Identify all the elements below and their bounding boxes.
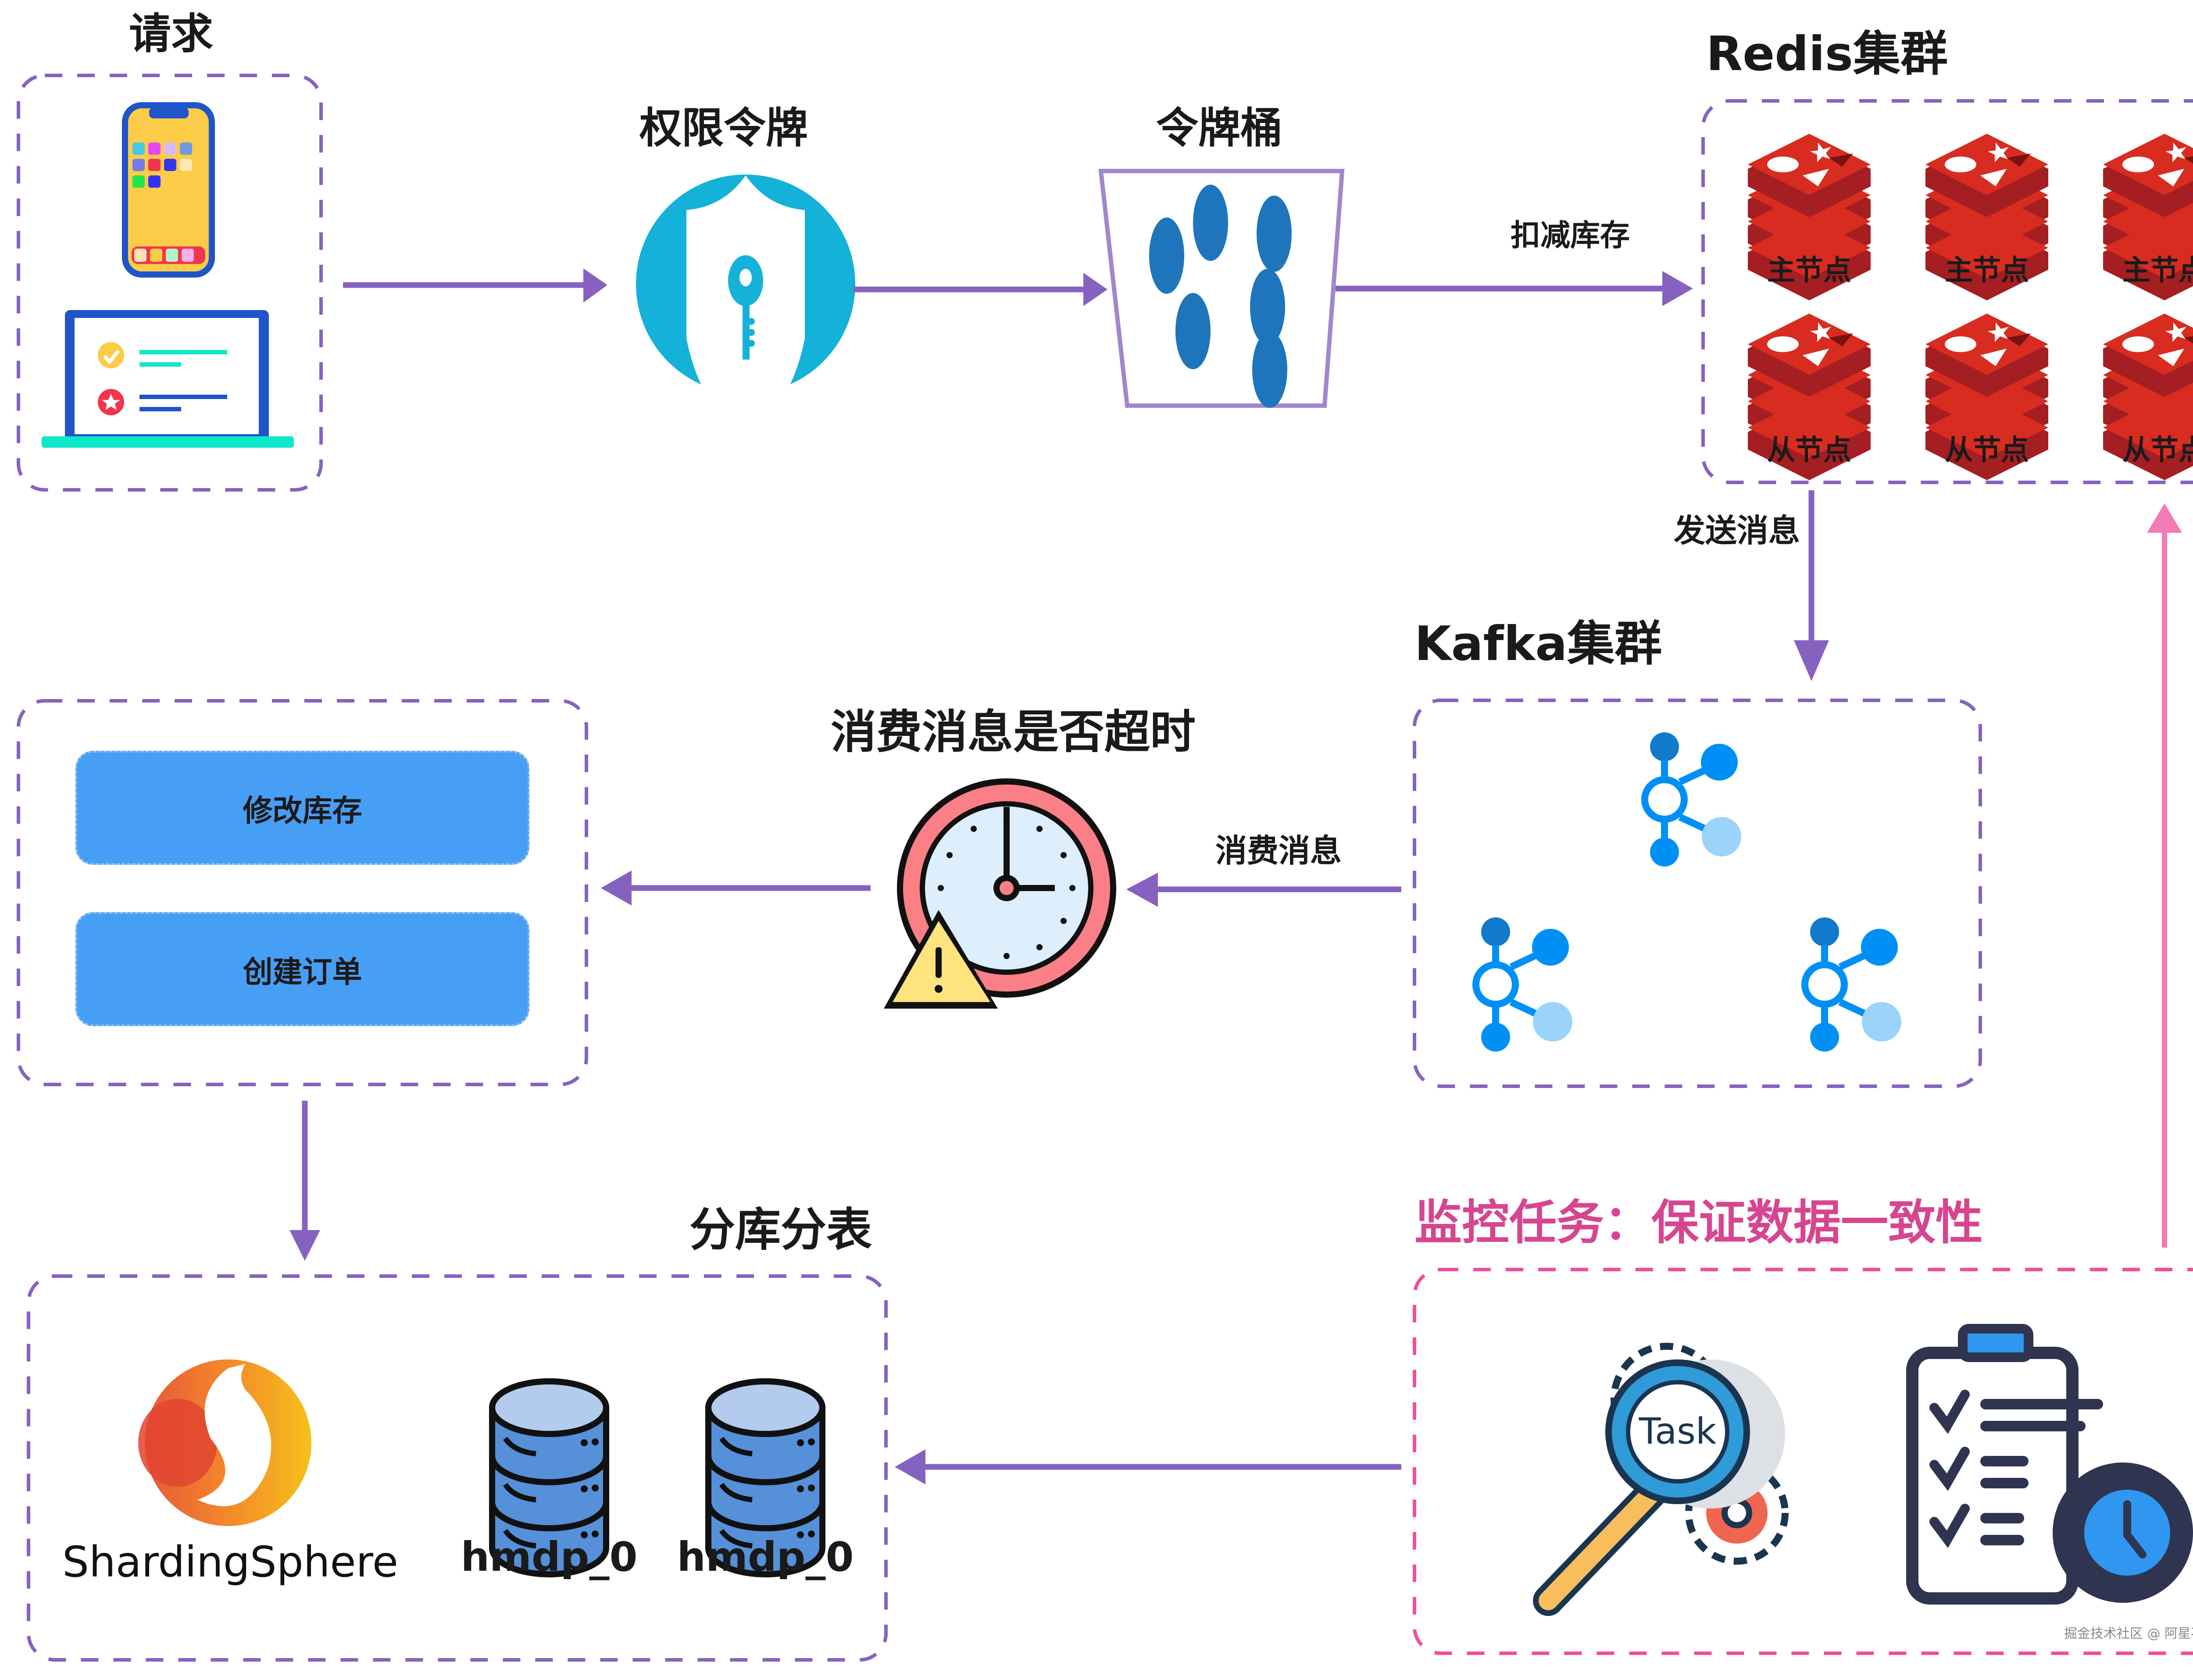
clock-warning-icon	[884, 778, 1116, 1009]
task-magnifier-icon	[1533, 1343, 1789, 1616]
redis-node-label: 主节点	[1767, 254, 1851, 287]
database-label: hmdp_0	[677, 1534, 854, 1580]
redis-node-label: 从节点	[1945, 434, 2029, 467]
arrow-head	[289, 1230, 320, 1261]
database-label: hmdp_0	[461, 1534, 637, 1580]
arrow-head	[895, 1449, 925, 1484]
redis-node-label: 主节点	[2122, 254, 2193, 287]
monitor-title: 监控任务：保证数据一致性	[1414, 1195, 1983, 1250]
redis-title: Redis集群	[1706, 27, 1948, 82]
redis-nodes	[1748, 134, 2193, 480]
request-title: 请求	[129, 9, 213, 58]
checklist-clock-icon	[1906, 1324, 2193, 1605]
arrow-head	[1083, 273, 1107, 306]
auth-token-title: 权限令牌	[639, 103, 808, 153]
redis-node-label: 从节点	[1767, 434, 1851, 467]
arrow-head	[1662, 271, 1693, 306]
kafka-title: Kafka集群	[1414, 617, 1662, 671]
edge-label-deduct-stock: 扣减库存	[1511, 218, 1630, 253]
timeout-check-title: 消费消息是否超时	[831, 705, 1196, 759]
modify-stock-label: 修改库存	[243, 793, 362, 828]
create-order-label: 创建订单	[243, 955, 362, 990]
arrow-head	[1794, 640, 1829, 681]
smartphone-icon	[122, 102, 215, 278]
edge-label-consume-message: 消费消息	[1215, 832, 1342, 869]
kafka-icon	[1476, 917, 1572, 1052]
token-bucket-icon	[1098, 169, 1345, 408]
kafka-cluster-box	[1413, 699, 1982, 1088]
laptop-icon	[42, 310, 294, 448]
token-bucket-title: 令牌桶	[1156, 103, 1282, 153]
redis-cluster-box	[1701, 99, 2193, 484]
shardingsphere-logo-icon	[138, 1359, 311, 1526]
arrow-head	[583, 268, 607, 303]
edge-label-send-message: 发送消息	[1674, 512, 1800, 549]
watermark: 掘金技术社区 @ 阿星不是程序员	[2064, 1626, 2193, 1641]
arrow-head	[2147, 503, 2182, 533]
modify-stock-button[interactable]: 修改库存	[75, 751, 529, 865]
kafka-icon	[1805, 917, 1901, 1052]
arrow-head	[1126, 873, 1158, 907]
request-box	[17, 74, 323, 492]
order-ops-box	[17, 699, 588, 1086]
monitor-box	[1413, 1268, 2193, 1655]
task-magnifier-text: Task	[1639, 1411, 1717, 1452]
kafka-icon	[1645, 732, 1741, 867]
create-order-button[interactable]: 创建订单	[75, 912, 529, 1026]
redis-node-label: 主节点	[1945, 254, 2029, 287]
shardingsphere-logo-text: ShardingSphere	[62, 1537, 398, 1587]
sharding-title: 分库分表	[689, 1203, 872, 1256]
arrow-head	[601, 870, 632, 906]
sharding-box	[27, 1274, 888, 1662]
redis-node-label: 从节点	[2122, 434, 2193, 467]
shield-key-icon	[636, 175, 855, 428]
